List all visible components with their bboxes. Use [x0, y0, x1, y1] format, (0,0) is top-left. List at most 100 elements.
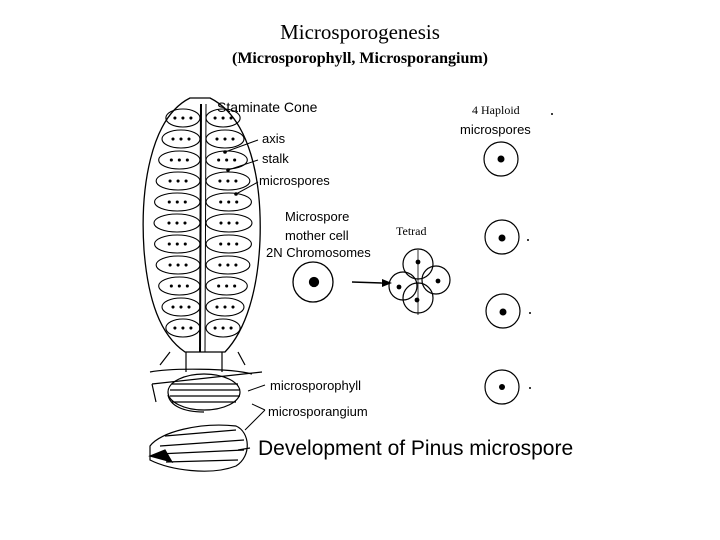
label-stalk: stalk	[262, 151, 289, 166]
scale-speckle	[235, 221, 239, 225]
scale-speckle	[177, 158, 181, 162]
scale-speckle	[219, 221, 223, 225]
scale-speckle	[181, 326, 185, 330]
scale-speckle	[187, 137, 191, 141]
scale-speckle	[231, 137, 235, 141]
scale-speckle	[227, 200, 231, 204]
scale-speckle	[184, 179, 188, 183]
cone-scale	[205, 129, 245, 149]
cone-scale	[165, 108, 201, 128]
microsporangium-drawing	[148, 424, 251, 472]
scale-speckle	[227, 242, 231, 246]
label-microspores: microspores	[259, 173, 330, 188]
scale-speckle	[167, 221, 171, 225]
cone-scale	[153, 234, 201, 254]
label-chromosomes: 2N Chromosomes	[266, 245, 371, 260]
scale-speckle	[226, 179, 230, 183]
cone-scale	[205, 318, 241, 338]
scale-speckle	[168, 263, 172, 267]
tetrad	[388, 248, 451, 315]
caption-part3: microspore	[463, 437, 574, 460]
cone-scale	[158, 276, 201, 296]
scale-speckle	[225, 284, 229, 288]
cone-scale	[161, 297, 201, 317]
scale-speckle	[221, 116, 225, 120]
scale-speckle	[223, 137, 227, 141]
microsporophyll-drawing	[151, 371, 263, 413]
scale-speckle	[227, 221, 231, 225]
arrow-to-tetrad	[351, 279, 392, 287]
cone-scale	[165, 318, 201, 338]
cone-stalk-base	[149, 351, 253, 375]
cone-scales	[153, 108, 253, 338]
cone-scale	[205, 297, 245, 317]
scale-speckle	[169, 158, 173, 162]
scale-speckle	[219, 242, 223, 246]
scale-speckle	[176, 179, 180, 183]
label-microsporophyll: microsporophyll	[270, 378, 362, 393]
scale-speckle	[184, 263, 188, 267]
cone-scale	[205, 234, 253, 254]
scale-speckle	[219, 200, 223, 204]
label-microsporangium: microsporangium	[268, 404, 368, 419]
scale-speckle	[213, 326, 217, 330]
scale-speckle	[218, 179, 222, 183]
label-axis: axis	[262, 131, 286, 146]
scale-speckle	[215, 305, 219, 309]
cone-scale	[205, 276, 248, 296]
scale-speckle	[183, 221, 187, 225]
scale-speckle	[217, 284, 221, 288]
scale-speckle	[229, 116, 233, 120]
scale-speckle	[213, 116, 217, 120]
label-haploid: 4 Haploid	[472, 103, 520, 117]
scale-speckle	[169, 284, 173, 288]
cone-scale	[155, 255, 201, 275]
cone-outline	[142, 97, 261, 353]
scale-speckle	[233, 158, 237, 162]
label-tetrad: Tetrad	[396, 224, 427, 238]
scale-speckle	[215, 137, 219, 141]
scale-speckle	[181, 116, 185, 120]
scale-speckle	[176, 263, 180, 267]
scale-speckle	[218, 263, 222, 267]
label-haploid-microspores: microspores	[460, 122, 531, 137]
scale-speckle	[226, 263, 230, 267]
scale-speckle	[168, 179, 172, 183]
scale-speckle	[187, 305, 191, 309]
cone-scale	[205, 213, 253, 233]
scale-speckle	[167, 200, 171, 204]
scale-speckle	[234, 179, 238, 183]
scale-speckle	[171, 137, 175, 141]
scale-speckle	[225, 158, 229, 162]
label-mother-cell-line2: mother cell	[285, 228, 349, 243]
scale-speckle	[185, 284, 189, 288]
cone-scale	[205, 192, 253, 212]
label-mother-cell-line1: Microspore	[285, 209, 350, 224]
scale-speckle	[189, 326, 193, 330]
page-title: Microsporogenesis	[280, 20, 440, 44]
scale-speckle	[189, 116, 193, 120]
scale-speckle	[217, 158, 221, 162]
cone-scale	[205, 255, 251, 275]
cone-scale	[153, 192, 201, 212]
cone-scale	[205, 108, 241, 128]
cone-axis	[199, 103, 202, 353]
caption-genus: Pinus	[410, 437, 464, 460]
cone-scale	[158, 150, 201, 170]
caption-part1: Development of	[258, 437, 411, 460]
cone-scale	[153, 213, 201, 233]
haploid-microspores	[483, 141, 521, 405]
scale-speckle	[175, 200, 179, 204]
scale-speckle	[171, 305, 175, 309]
scale-speckle	[233, 284, 237, 288]
scale-speckle	[235, 242, 239, 246]
scale-speckle	[179, 305, 183, 309]
scale-speckle	[234, 263, 238, 267]
mother-cell	[292, 261, 334, 303]
label-staminate-cone: Staminate Cone	[217, 99, 318, 115]
cone-scale	[155, 171, 201, 191]
cone-scale	[161, 129, 201, 149]
scale-speckle	[177, 284, 181, 288]
scale-speckle	[167, 242, 171, 246]
scale-speckle	[221, 326, 225, 330]
